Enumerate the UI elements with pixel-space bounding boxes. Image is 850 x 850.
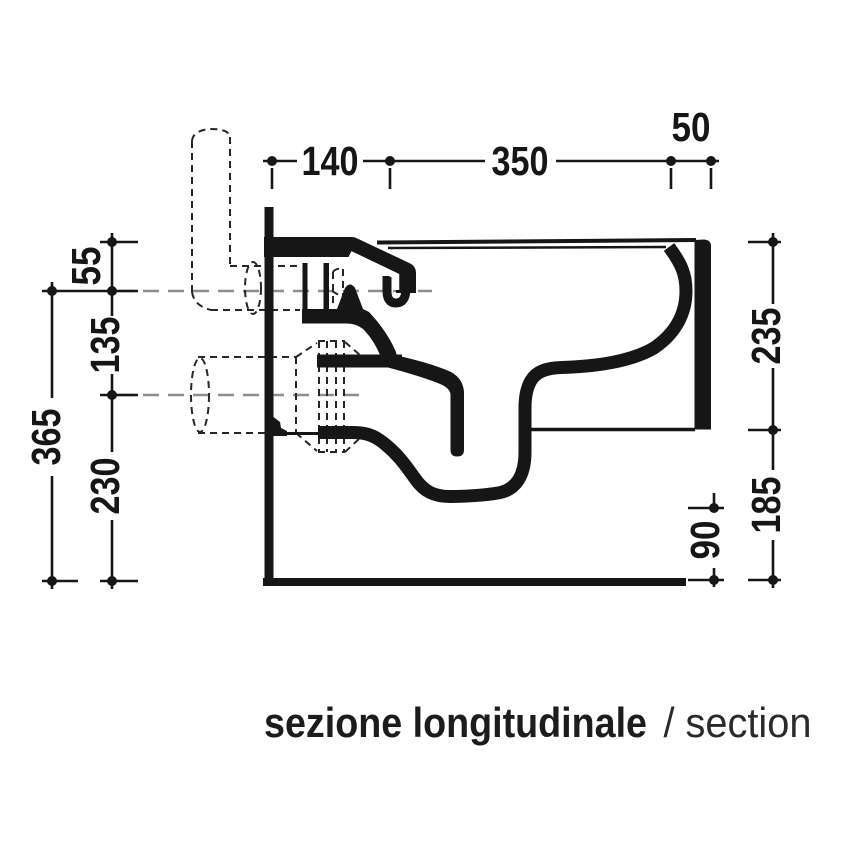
dimension-label-185: 185 — [743, 477, 789, 534]
dim-dot — [709, 503, 719, 513]
dim-dot — [107, 390, 117, 400]
flush-channel-bar-right — [323, 263, 329, 310]
wc-body — [264, 237, 711, 504]
dim-dot — [107, 286, 117, 296]
dim-dot — [768, 237, 778, 247]
dim-dot — [709, 575, 719, 585]
dim-dot — [768, 425, 778, 435]
caption-english: / section — [663, 699, 811, 746]
dimension-label-365: 365 — [23, 409, 69, 466]
floor-line — [263, 578, 686, 586]
dim-dot — [47, 576, 57, 586]
centerlines — [118, 289, 432, 397]
rim-back-band — [264, 237, 416, 293]
wall-mount-bump — [273, 417, 287, 436]
dimension-label-140: 140 — [302, 138, 359, 184]
outlet-top-band — [317, 354, 402, 368]
rim-hook — [382, 276, 411, 308]
dimension-label-55: 55 — [63, 247, 109, 286]
dim-dot — [666, 156, 676, 166]
dim-dot — [107, 576, 117, 586]
outlet-spigot-hidden — [318, 340, 361, 453]
building-structure — [263, 207, 686, 586]
supply-pipe-outline — [191, 127, 300, 311]
rim-top-inner-line — [387, 245, 667, 250]
dimension-label-235: 235 — [743, 308, 789, 365]
wall-line — [264, 207, 274, 579]
drawing-caption: sezione longitudinale / section — [264, 699, 811, 746]
dimension-dots — [47, 156, 778, 586]
dimension-label-50: 50 — [672, 104, 711, 150]
dim-ticks — [42, 240, 781, 583]
dimension-label-135: 135 — [82, 317, 128, 374]
supply-coupling — [244, 261, 262, 315]
inlet-spud-hidden — [331, 267, 344, 309]
bowl-and-trap-outline — [318, 243, 693, 504]
dimension-labels: 140 350 50 55 135 365 230 235 185 90 — [23, 104, 789, 560]
rim-top-outer-line — [376, 238, 697, 245]
dim-dot — [107, 237, 117, 247]
front-wall — [694, 239, 711, 430]
dimension-label-90: 90 — [682, 521, 728, 560]
drain-pipe-hidden — [190, 340, 361, 453]
supply-pipe-hidden — [191, 127, 344, 315]
dim-extensions-top — [270, 168, 713, 189]
dim-dot — [385, 156, 395, 166]
trap-weir — [388, 354, 464, 457]
drain-pipe-outline — [198, 356, 296, 434]
caption-italian: sezione longitudinale — [264, 699, 647, 746]
dim-dot — [706, 156, 716, 166]
rim-channel-slot — [348, 251, 400, 290]
dim-dot — [267, 156, 277, 166]
dim-dot — [768, 575, 778, 585]
dim-dot — [47, 286, 57, 296]
dimension-lines — [42, 159, 781, 589]
drain-pipe-end — [190, 357, 210, 433]
dimension-label-350: 350 — [492, 138, 549, 184]
dimension-label-230: 230 — [82, 458, 128, 515]
drain-connector-funnel — [295, 342, 318, 452]
flush-channel-bar-left — [302, 263, 308, 310]
